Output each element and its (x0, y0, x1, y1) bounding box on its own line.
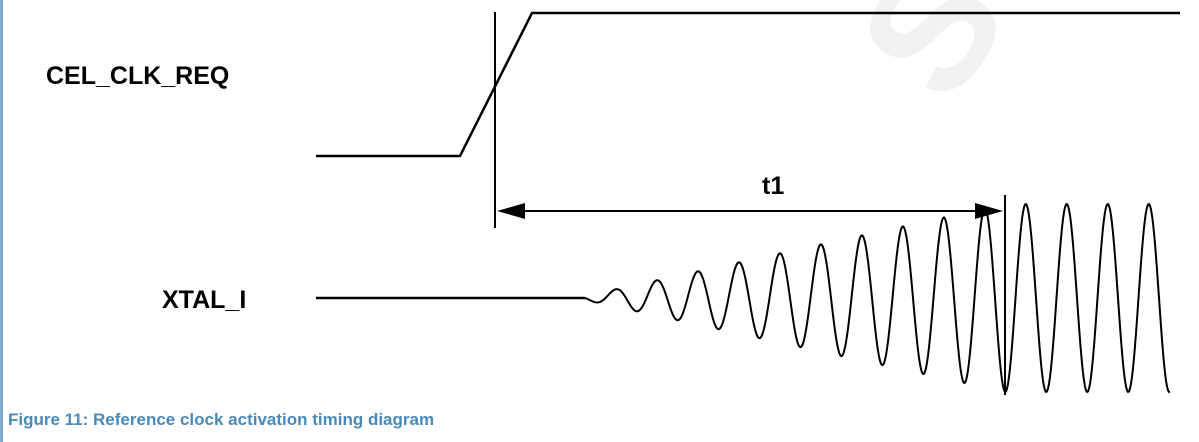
cel-clk-req-waveform (316, 11, 1180, 158)
t1-label: t1 (762, 172, 785, 200)
t1-right-arrowhead (975, 203, 1003, 219)
xtal-i-label: XTAL_I (162, 286, 247, 314)
t1-left-arrowhead (497, 203, 525, 219)
xtal-i-oscillation (584, 202, 1171, 394)
figure-caption: Figure 11: Reference clock activation ti… (8, 410, 435, 429)
cel-clk-req-label: CEL_CLK_REQ (46, 62, 230, 90)
